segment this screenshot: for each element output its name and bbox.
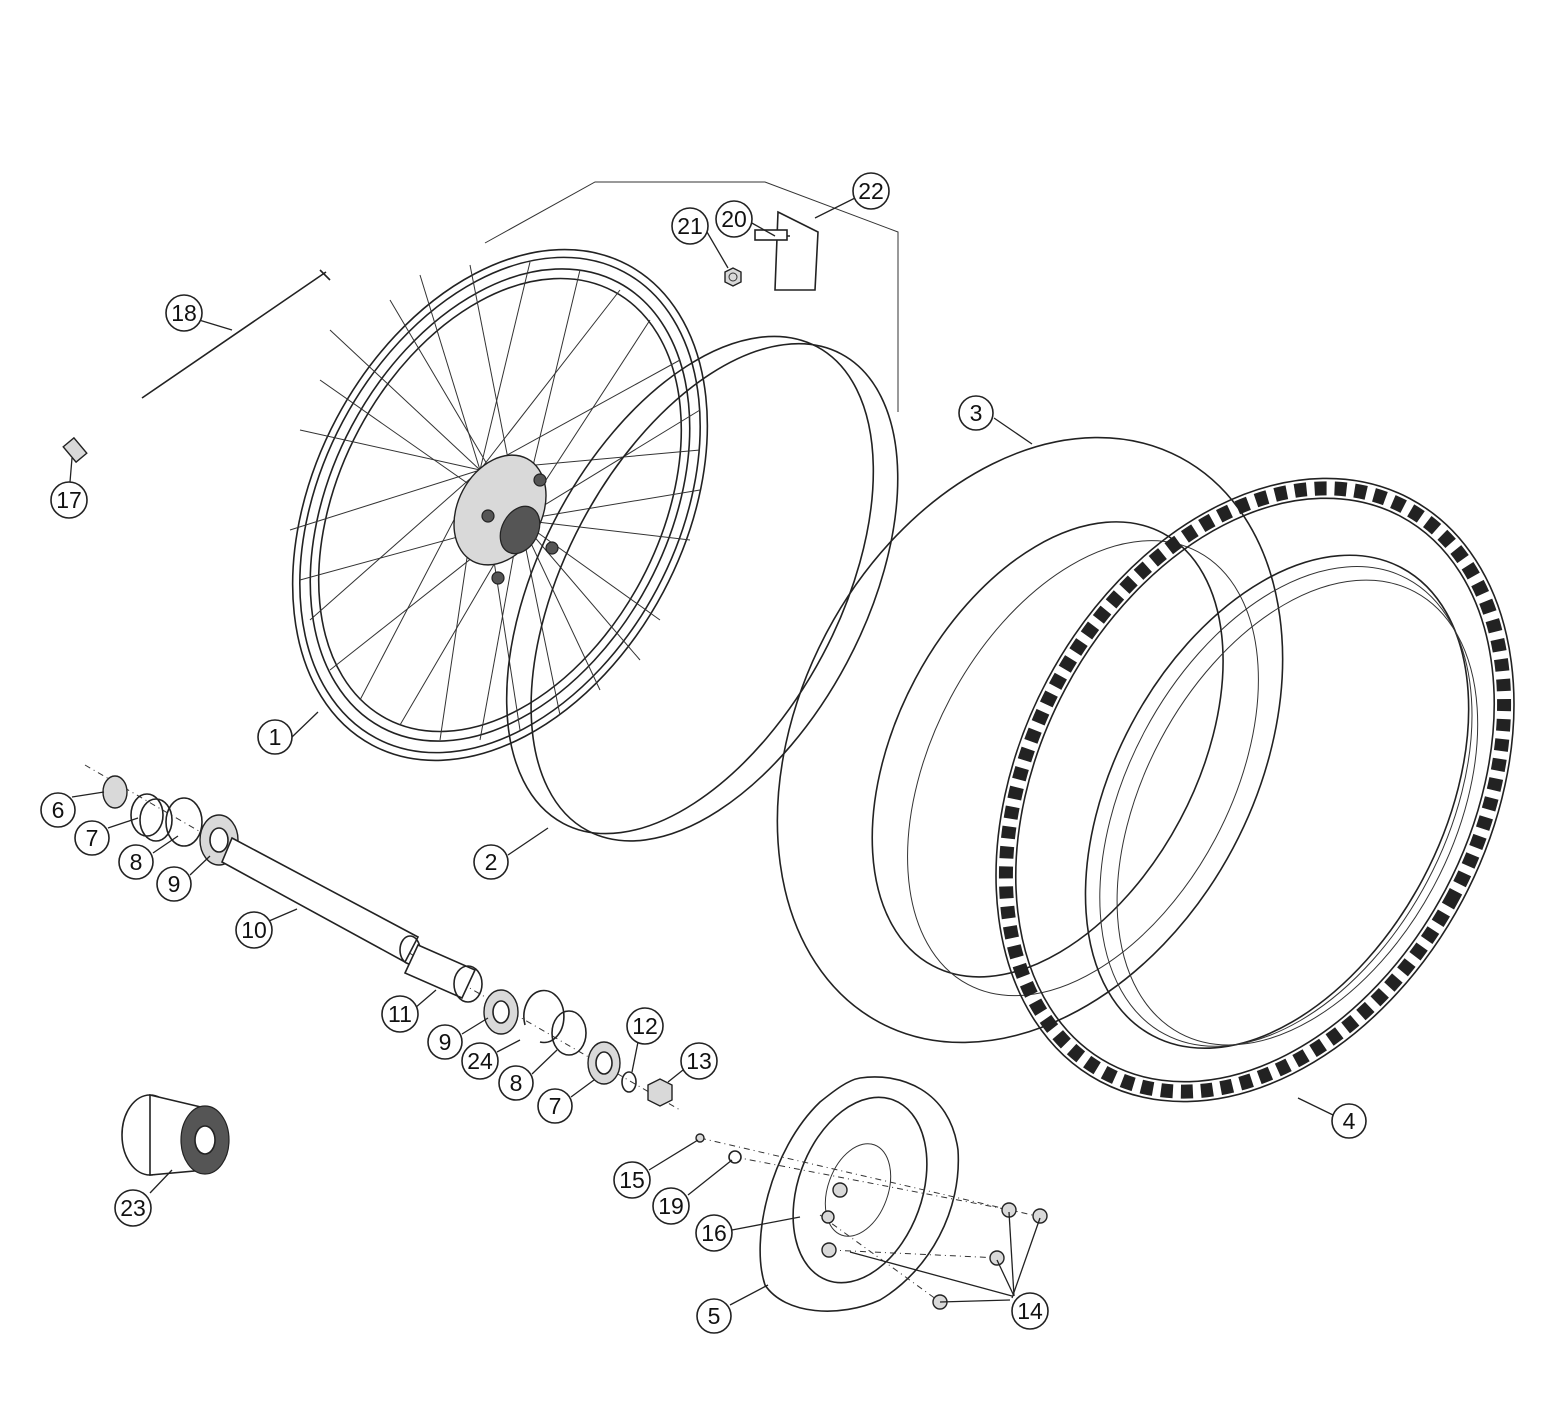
callout-11-label: 11 [388, 1001, 412, 1027]
rim-tape [505, 335, 899, 842]
callout-8a: 8 [118, 844, 154, 880]
callout-7b: 7 [537, 1088, 573, 1124]
callout-24-label: 24 [467, 1048, 493, 1074]
callout-21: 21 [671, 207, 709, 245]
inner-tube [776, 436, 1284, 1044]
spoked-wheel-rim [289, 248, 709, 762]
callout-14: 14 [1011, 1292, 1049, 1330]
callout-4: 4 [1331, 1103, 1367, 1139]
callout-9b-label: 9 [439, 1029, 452, 1055]
callout-9a: 9 [156, 866, 192, 902]
hub-center [453, 454, 559, 585]
callout-18: 18 [165, 294, 203, 332]
callout-3: 3 [958, 395, 994, 431]
callout-21-label: 21 [677, 213, 703, 239]
callout-6-label: 6 [52, 797, 65, 823]
callout-10: 10 [235, 911, 273, 949]
callout-2-label: 2 [485, 849, 498, 875]
callout-8b: 8 [498, 1065, 534, 1101]
callout-22: 22 [852, 172, 890, 210]
callout-23-label: 23 [120, 1195, 146, 1221]
callout-7a: 7 [74, 820, 110, 856]
callout-8b-label: 8 [510, 1070, 523, 1096]
callout-19: 19 [652, 1187, 690, 1225]
axle-components [84, 764, 681, 1111]
callout-10-label: 10 [241, 917, 267, 943]
callout-23: 23 [114, 1189, 152, 1227]
callout-4-label: 4 [1343, 1108, 1356, 1134]
callout-20: 20 [715, 200, 753, 238]
callout-5: 5 [696, 1298, 732, 1334]
callout-8a-label: 8 [130, 849, 143, 875]
callout-15: 15 [613, 1161, 651, 1199]
callout-12-label: 12 [632, 1013, 658, 1039]
callout-9a-label: 9 [168, 871, 181, 897]
callout-17-label: 17 [56, 487, 82, 513]
spoke-nipple [62, 436, 88, 464]
callout-18-label: 18 [171, 300, 197, 326]
callout-13: 13 [680, 1042, 718, 1080]
callout-1-label: 1 [269, 724, 282, 750]
assembly-bracket-22 [484, 181, 899, 412]
callout-7b-label: 7 [549, 1093, 562, 1119]
callout-6: 6 [40, 792, 76, 828]
disc-bolts [695, 1133, 1048, 1310]
callout-20-label: 20 [721, 206, 747, 232]
callouts: 1 2 3 4 5 6 7 8 9 10 11 9 24 8 7 12 13 1… [40, 172, 1367, 1334]
callout-3-label: 3 [970, 400, 983, 426]
callout-2: 2 [473, 844, 509, 880]
callout-5-label: 5 [708, 1303, 721, 1329]
callout-22-label: 22 [858, 178, 884, 204]
callout-1: 1 [257, 719, 293, 755]
callout-16-label: 16 [701, 1220, 727, 1246]
callout-15-label: 15 [619, 1167, 645, 1193]
hub-part [121, 1093, 230, 1176]
callout-14-label: 14 [1017, 1298, 1043, 1324]
callout-16: 16 [695, 1214, 733, 1252]
spoke-part [141, 269, 331, 399]
spokes [289, 261, 701, 741]
leader-lines [69, 197, 1334, 1306]
callout-7a-label: 7 [86, 825, 99, 851]
knobby-tire [995, 477, 1515, 1103]
callout-11: 11 [381, 995, 419, 1033]
callout-13-label: 13 [686, 1048, 712, 1074]
callout-19-label: 19 [658, 1193, 684, 1219]
callout-24: 24 [461, 1042, 499, 1080]
rim-lock [754, 210, 819, 291]
callout-12: 12 [626, 1007, 664, 1045]
callout-9b: 9 [427, 1024, 463, 1060]
rim-lock-nut [724, 267, 742, 287]
brake-disc [759, 1076, 960, 1312]
callout-17: 17 [50, 481, 88, 519]
